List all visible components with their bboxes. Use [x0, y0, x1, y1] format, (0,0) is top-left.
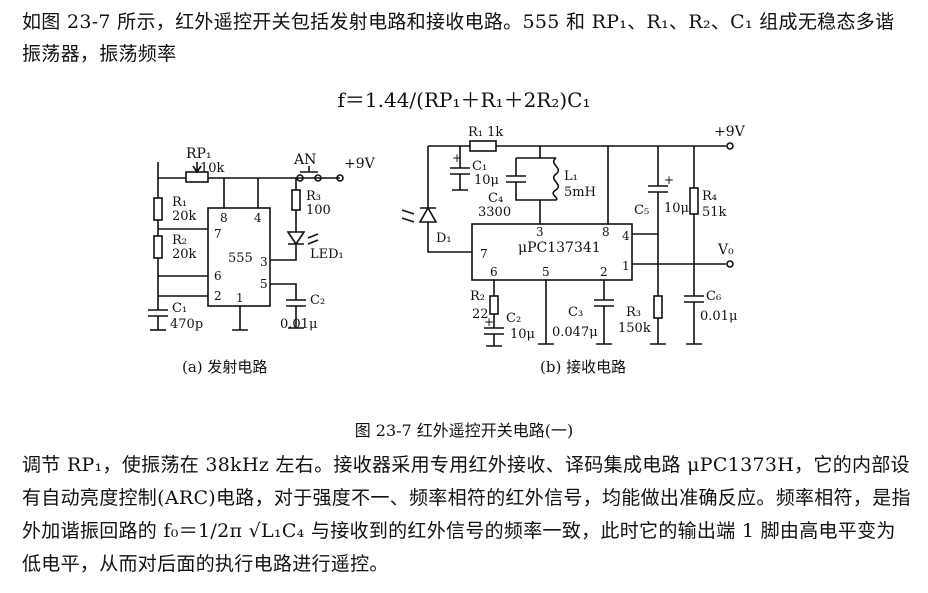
b-c2-label: C₂ — [506, 311, 521, 326]
a-r1-value: 20k — [172, 209, 197, 224]
a-r2-value: 20k — [172, 247, 197, 262]
oscillation-formula: f＝1.44/(RP₁＋R₁＋2R₂)C₁ — [337, 88, 591, 112]
b-chip-label: μPC137341 — [518, 240, 601, 256]
a-an-label: AN — [293, 152, 316, 168]
b-pin8: 8 — [602, 225, 610, 239]
b-pin6: 6 — [490, 265, 498, 279]
a-pin8: 8 — [220, 211, 228, 225]
a-led-label: LED₁ — [310, 247, 344, 262]
body-paragraph: 调节 RP₁，使振荡在 38kHz 左右。接收器采用专用红外接收、译码集成电路 … — [22, 454, 911, 575]
c2-capacitor — [270, 283, 306, 329]
a-pin4: 4 — [254, 211, 262, 225]
circuit-b — [401, 140, 734, 347]
caption-a: (a) 发射电路 — [182, 358, 268, 376]
b-c3-value: 0.047μ — [552, 325, 598, 340]
b-pin7: 7 — [480, 247, 488, 261]
b-c1-value: 10μ — [474, 173, 499, 188]
l1-inductor — [552, 157, 560, 201]
b-r3-label: R₃ — [626, 305, 641, 320]
a-r2-label: R₂ — [172, 233, 187, 248]
caption-b: (b) 接收电路 — [540, 358, 627, 376]
c1-capacitor — [148, 296, 168, 330]
b-pin2: 2 — [600, 265, 608, 279]
b-c1-capacitor — [450, 146, 470, 191]
b-c5-value: 10μ — [664, 201, 689, 216]
r3-resistor — [291, 189, 301, 211]
b-r2-label: R₂ — [470, 289, 485, 304]
a-pin7: 7 — [214, 227, 222, 241]
chip-555 — [207, 207, 271, 307]
r1-resistor — [153, 197, 163, 221]
chip-upc1373 — [471, 223, 633, 281]
b-l1-value: 5mH — [564, 185, 596, 200]
a-r3-value: 100 — [306, 203, 331, 218]
b-r4-label: R₄ — [702, 189, 717, 204]
a-r1-label: R₁ — [172, 195, 187, 210]
a-c1-value: 470p — [170, 317, 203, 332]
a-pin6: 6 — [214, 269, 222, 283]
a-c2-value: 0.01μ — [280, 317, 317, 332]
b-r3-resistor — [653, 295, 663, 319]
figure-caption: 图 23-7 红外遥控开关电路(一) — [354, 421, 574, 440]
b-c2-value: 10μ — [510, 327, 535, 342]
b-r1-label: R₁ 1k — [468, 125, 503, 140]
a-chip-label: 555 — [228, 251, 253, 266]
b-c5-label: C₅ — [634, 203, 649, 218]
b-c5-plus: + — [664, 173, 674, 187]
r4-resistor — [689, 187, 699, 215]
a-pin3: 3 — [260, 255, 268, 269]
b-c6-label: C₆ — [706, 289, 721, 304]
b-r1-resistor — [469, 140, 497, 152]
circuit-a — [148, 162, 344, 331]
b-l1-label: L₁ — [564, 169, 578, 184]
a-c1-label: C₁ — [172, 301, 187, 316]
a-pin2: 2 — [214, 289, 222, 303]
b-c2-plus: + — [484, 315, 494, 329]
b-d1-label: D₁ — [436, 231, 452, 246]
tank-circuit — [506, 146, 556, 224]
b-r3-value: 150k — [618, 321, 651, 336]
intro-paragraph: 如图 23-7 所示，红外遥控开关包括发射电路和接收电路。555 和 RP₁、R… — [22, 11, 895, 65]
a-vcc-label: +9V — [344, 156, 376, 172]
b-r2-value: 22 — [472, 307, 489, 322]
b-vo-label: V₀ — [717, 242, 734, 258]
a-pin5: 5 — [260, 277, 268, 291]
b-c4-value: 3300 — [478, 205, 511, 220]
b-c3-label: C₃ — [568, 305, 583, 320]
b-c1-label: C₁ — [472, 159, 487, 174]
b-pin1: 1 — [622, 259, 630, 273]
b-c4-label: C₄ — [488, 191, 503, 206]
a-pin1: 1 — [236, 291, 244, 305]
a-r3-label: R₃ — [306, 189, 321, 204]
an-switch — [300, 166, 318, 173]
b-r2-resistor — [489, 295, 499, 315]
b-c6-value: 0.01μ — [700, 309, 737, 324]
b-c1-plus: + — [452, 151, 462, 165]
b-pin4: 4 — [622, 229, 630, 243]
a-rp1-label: RP₁ — [186, 146, 212, 162]
b-pin3: 3 — [536, 225, 544, 239]
led1 — [286, 231, 306, 246]
d1-photodiode — [418, 206, 438, 223]
a-c2-label: C₂ — [310, 293, 325, 308]
r2-resistor — [153, 235, 163, 259]
a-rp1-value: 10k — [200, 161, 225, 176]
b-vcc-label: +9V — [714, 124, 746, 140]
b-r4-value: 51k — [702, 205, 727, 220]
b-pin5: 5 — [542, 265, 550, 279]
